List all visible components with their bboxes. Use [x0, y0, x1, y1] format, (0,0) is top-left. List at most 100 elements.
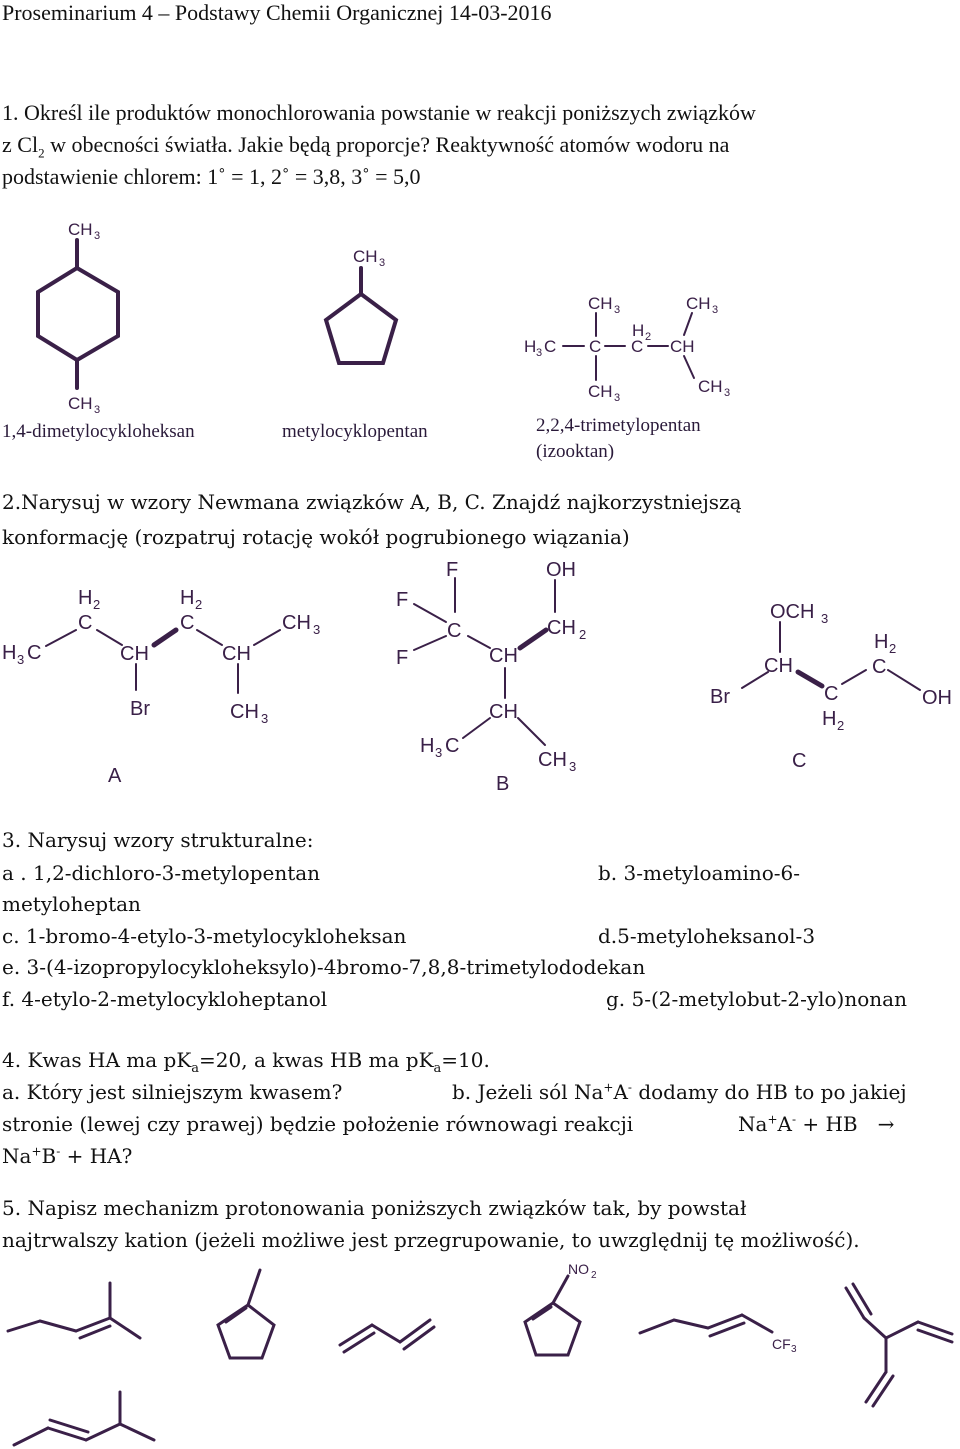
subscript: 3 [536, 347, 542, 359]
h-label: H [822, 708, 836, 730]
subscript: 3 [614, 392, 620, 404]
structure-trimethylpentane [562, 312, 695, 381]
no2-label: NO [568, 1261, 589, 1277]
subscript: 3 [569, 759, 576, 774]
ch-label: CH [764, 655, 793, 677]
c-label: C [872, 656, 886, 678]
structure-b [413, 577, 556, 746]
caption-methylcyclopentane: metylocyklopentan [282, 421, 428, 442]
ch-label: CH [489, 645, 518, 667]
bold-bond-c [795, 669, 825, 689]
q4-question-b: b. Jeżeli sól Na+A- dodamy do HB to po j… [452, 1080, 907, 1104]
bold-bond-b [517, 627, 549, 651]
structure-dimethylcyclohexane [36, 238, 120, 390]
c-label: C [447, 620, 461, 642]
q4-line3: stronie (lewej czy prawej) będzie położe… [2, 1112, 634, 1136]
c-label: C [631, 337, 643, 356]
structure-a [45, 629, 281, 694]
q1-line1: 1. Określ ile produktów monochlorowania … [2, 100, 756, 125]
q3-item-f: f. 4-etylo-2-metylocykloheptanol [2, 987, 328, 1011]
q4-line4: Na+B- + HA? [2, 1144, 133, 1168]
q2-line1: 2.Narysuj w wzory Newmana związków A, B,… [2, 490, 742, 514]
q3-item-e: e. 3-(4-izopropylocykloheksylo)-4bromo-7… [2, 955, 646, 979]
label-a: A [108, 765, 122, 787]
subscript: 3 [313, 622, 320, 637]
structure-q5-7 [12, 1390, 156, 1447]
ch-label: CH [120, 643, 149, 665]
q3-item-g: g. 5-(2-metylobut-2-ylo)nonan [606, 987, 907, 1011]
subscript: 2 [579, 627, 586, 642]
structure-q5-1 [6, 1281, 142, 1340]
structure-q5-6 [844, 1282, 954, 1408]
caption-trimethylpentane: 2,2,4-trimetylopentan [536, 415, 701, 436]
subscript: 2 [591, 1270, 597, 1281]
ch3-label: CH [68, 394, 93, 413]
subscript: 2 [837, 718, 844, 733]
br-label: Br [710, 686, 730, 708]
subscript: 3 [791, 1344, 797, 1355]
q4-line1: 4. Kwas HA ma pKa=20, a kwas HB ma pKa=1… [2, 1048, 490, 1076]
subscript: 3 [261, 711, 268, 726]
c-label: C [589, 337, 601, 356]
c-label: C [824, 683, 838, 705]
q3-item-b-cont: metyloheptan [2, 892, 141, 916]
c-label: C [180, 612, 194, 634]
q3-item-d: d.5-metyloheksanol-3 [598, 924, 816, 948]
f-label: F [446, 559, 458, 581]
h-label: H [874, 631, 888, 653]
subscript: 3 [712, 304, 718, 316]
structure-methylcyclopentane [323, 266, 399, 365]
q4-equation: Na+A- + HB→ [738, 1112, 895, 1136]
caption-isooctane: (izooktan) [536, 441, 615, 462]
ch3-label: CH [588, 382, 613, 401]
cf3-label: CF [772, 1336, 791, 1352]
subscript: 3 [379, 257, 385, 269]
ch-label: CH [222, 643, 251, 665]
subscript: 2 [195, 597, 202, 612]
label-b: B [496, 773, 509, 795]
caption-dimethylcyclohexane: 1,4-dimetylocykloheksan [2, 421, 195, 442]
q2-line2: konformację (rozpatruj rotację wokół pog… [2, 525, 630, 549]
c-label: C [78, 612, 92, 634]
q1-line3: podstawienie chlorem: 1˚ = 1, 2˚ = 3,8, … [2, 164, 421, 189]
q4-question-a: a. Który jest silniejszym kwasem? [2, 1080, 343, 1104]
q3-item-a: a . 1,2-dichloro-3-metylopentan [2, 861, 321, 885]
subscript: 3 [724, 387, 730, 399]
ch3-label: CH [588, 294, 613, 313]
ch3-label: CH [686, 294, 711, 313]
ch3-label: CH [230, 701, 259, 723]
f-label: F [396, 647, 408, 669]
subscript: 3 [435, 745, 442, 760]
structure-q5-4 [523, 1274, 582, 1357]
subscript: 3 [94, 230, 100, 242]
structure-q5-5 [638, 1313, 774, 1338]
subscript: 2 [93, 597, 100, 612]
subscript: 2 [889, 641, 896, 656]
subscript: 2 [645, 331, 651, 343]
oh-label: OH [922, 687, 952, 709]
label-c: C [792, 750, 806, 772]
h3c-label: C [544, 337, 556, 356]
oh-label: OH [546, 559, 576, 581]
q5-line1: 5. Napisz mechanizm protonowania poniższ… [2, 1196, 747, 1220]
q3-item-b: b. 3-metyloamino-6- [598, 861, 801, 885]
bold-bond-a [151, 627, 179, 648]
q3-item-c: c. 1-bromo-4-etylo-3-metylocykloheksan [2, 924, 407, 948]
ch3-label: CH [353, 247, 378, 266]
ch3-label: CH [538, 749, 567, 771]
h3c-label: H [420, 735, 434, 757]
h-label: H [180, 587, 194, 609]
page-header: Proseminarium 4 – Podstawy Chemii Organi… [2, 0, 552, 25]
ch2-label: CH [547, 617, 576, 639]
h-label: H [78, 587, 92, 609]
h3c-label: C [27, 642, 41, 664]
subscript: 3 [17, 652, 24, 667]
och3-label: OCH [770, 601, 814, 623]
br-label: Br [130, 698, 150, 720]
h3c-label: H [524, 337, 536, 356]
q1-line2: z Cl2 w obecności światła. Jakie będą pr… [2, 132, 730, 161]
subscript: 3 [614, 304, 620, 316]
h3c-label: C [445, 735, 459, 757]
structure-q5-3 [338, 1318, 436, 1354]
